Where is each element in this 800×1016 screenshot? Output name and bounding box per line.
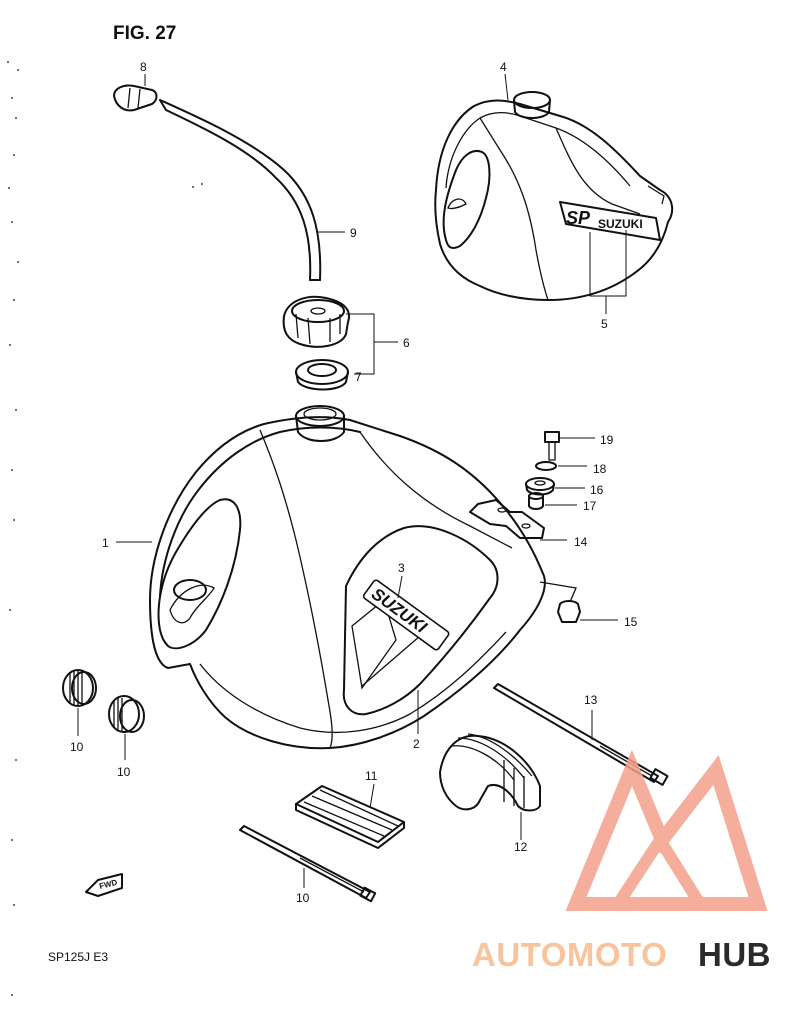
figure-title: FIG. 27 xyxy=(113,23,176,44)
label-5: 5 xyxy=(601,317,608,331)
bolt-part-20 xyxy=(544,431,560,461)
breather-hose-part-9 xyxy=(159,99,322,281)
leader-12 xyxy=(369,783,375,809)
label-1: 1 xyxy=(102,536,109,550)
leader-6 xyxy=(346,313,375,375)
label-10a: 10 xyxy=(70,740,84,754)
label-9: 9 xyxy=(350,226,357,240)
label-17: 16 xyxy=(590,483,604,497)
fwd-arrow-icon: FWD xyxy=(85,873,123,897)
tank-bracket-part-15 xyxy=(469,499,545,539)
cushion-part-16 xyxy=(557,600,581,623)
fwd-label: FWD xyxy=(98,878,118,891)
hose-clip-part-8 xyxy=(113,84,158,112)
cap-gasket-part-7 xyxy=(295,359,349,391)
watermark-brand-part1: AUTOMOTO xyxy=(472,936,667,973)
label-15: 14 xyxy=(574,535,588,549)
watermark-triangle-icon xyxy=(565,749,768,911)
watermark-inner-icon xyxy=(612,828,706,908)
fuel-cap-part-6 xyxy=(282,295,350,348)
cushion-part-12 xyxy=(295,785,405,849)
label-3: 3 xyxy=(398,561,405,575)
label-2: 2 xyxy=(413,737,420,751)
grommet-part-17 xyxy=(525,477,555,496)
leader-16-bracket xyxy=(539,581,577,603)
fuel-tank-part-1: SUZUKI xyxy=(149,405,546,750)
label-7: 7 xyxy=(355,370,362,384)
leader-4 xyxy=(504,73,509,101)
label-16: 15 xyxy=(624,615,638,629)
band-part-14 xyxy=(493,683,669,786)
label-6: 6 xyxy=(403,336,410,350)
leader-5 xyxy=(589,230,627,297)
sp-emblem-prefix: SP xyxy=(566,208,591,228)
label-13: 12 xyxy=(514,840,528,854)
label-18: 17 xyxy=(583,499,597,513)
watermark-brand-part2: HUB xyxy=(698,936,771,973)
washer-part-19 xyxy=(535,461,557,471)
band-part-11 xyxy=(239,825,377,903)
rubber-part-10-a xyxy=(62,669,97,707)
sp-emblem-text: SUZUKI xyxy=(598,217,643,231)
label-10b: 10 xyxy=(117,765,131,779)
label-20: 19 xyxy=(600,433,614,447)
label-12: 11 xyxy=(365,769,378,783)
watermark-logo xyxy=(565,749,768,911)
leader-3 xyxy=(397,575,403,599)
model-code: SP125J E3 xyxy=(48,950,108,964)
tank-emblem-badge: SUZUKI xyxy=(362,579,450,651)
cushion-part-13 xyxy=(439,733,541,812)
label-8: 8 xyxy=(140,60,147,74)
collar-part-18 xyxy=(528,492,544,510)
tank-emblem-text: SUZUKI xyxy=(368,584,431,637)
fuel-tank-assy-part-4: SP SUZUKI xyxy=(434,91,674,301)
label-11: 10 xyxy=(296,891,310,905)
label-14: 13 xyxy=(584,693,598,707)
rubber-part-10-b xyxy=(108,695,145,733)
scan-marks xyxy=(7,61,203,996)
label-19: 18 xyxy=(593,462,607,476)
label-4: 4 xyxy=(500,60,507,74)
